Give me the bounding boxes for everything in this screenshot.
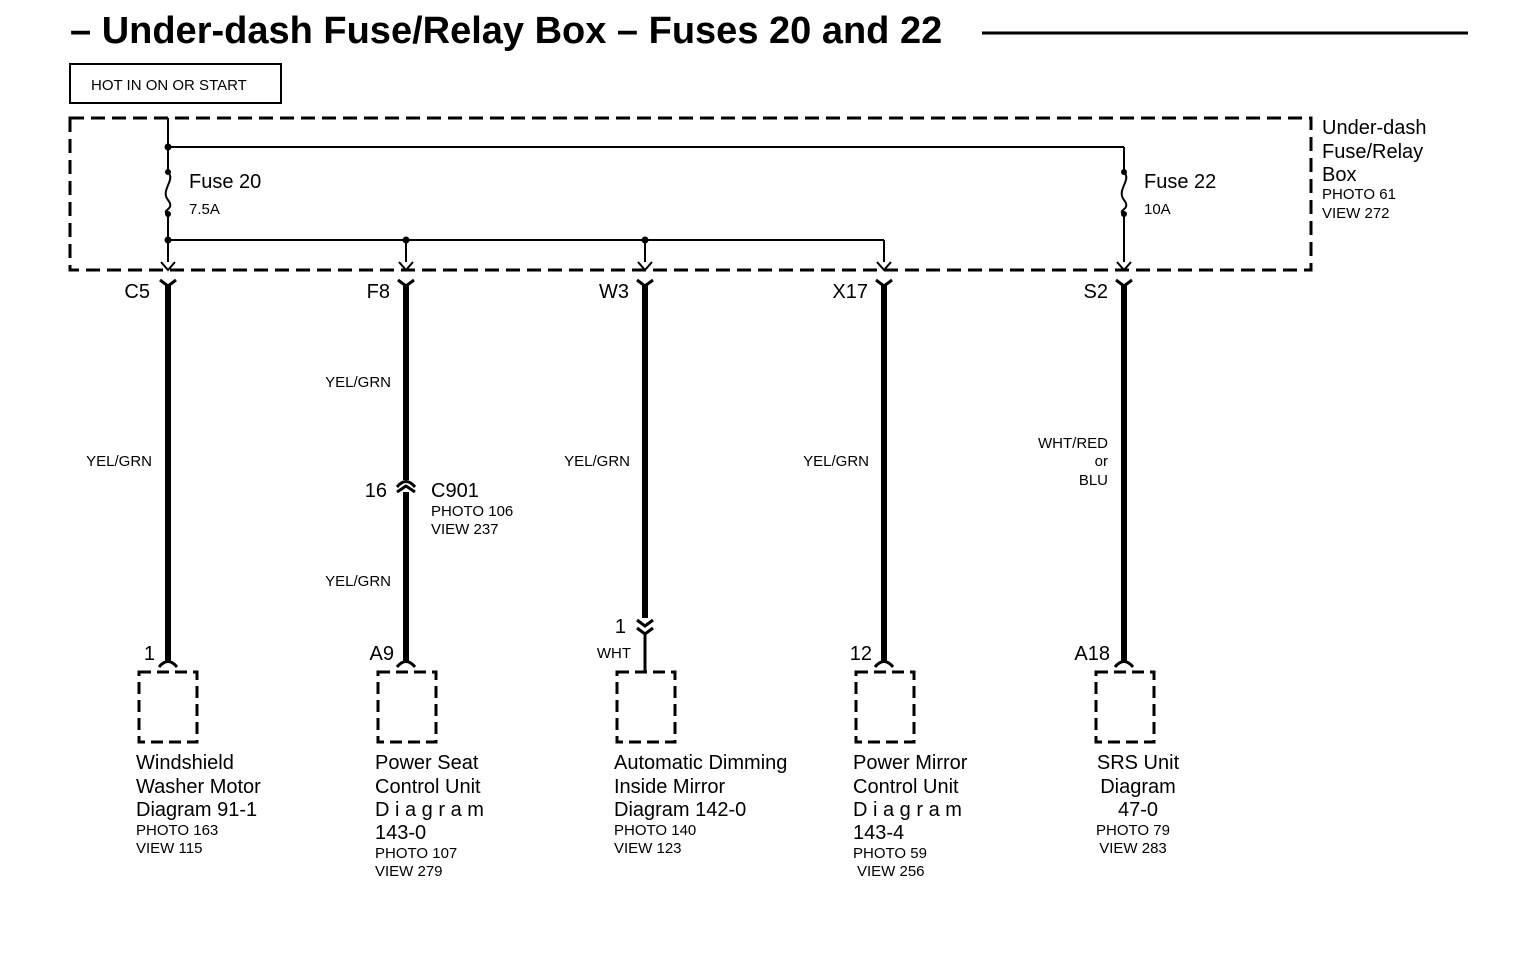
page-title: – Under-dash Fuse/Relay Box – Fuses 20 a… [70, 10, 942, 52]
terminal-f8: F8 [367, 281, 390, 303]
pin-arrow [157, 660, 179, 669]
terminal-w3: W3 [599, 281, 629, 303]
fuse-box-name-2: Fuse/Relay [1322, 141, 1423, 163]
component-box-washer-motor [137, 670, 199, 744]
connector-c901-photo: PHOTO 106 [431, 503, 513, 520]
component-label: D i a g r a m [375, 799, 484, 821]
component-label: D i a g r a m [853, 799, 962, 821]
splice-dot [164, 236, 172, 244]
wire-color-wht: WHT [597, 645, 631, 662]
fuse-20-name: Fuse 20 [189, 171, 261, 193]
fuse-20-rating: 7.5A [189, 201, 220, 218]
component-label: Automatic Dimming [614, 752, 787, 774]
component-photo: PHOTO 79 [1096, 822, 1170, 839]
component-label: Power Seat [375, 752, 479, 774]
wire-color-s2-1: WHT/RED [1038, 435, 1108, 452]
power-condition-label: HOT IN ON OR START [91, 77, 247, 94]
wire-color-s2-3: BLU [1079, 472, 1108, 489]
component-label: SRS Unit [1097, 752, 1180, 774]
component-photo: PHOTO 59 [853, 845, 927, 862]
connector-c901-icon [395, 480, 417, 494]
fuse-box-outline [68, 116, 1313, 272]
component-label: Inside Mirror [614, 776, 725, 798]
component-label: Control Unit [375, 776, 481, 798]
connector-pin-icon [636, 618, 654, 636]
component-view: VIEW 256 [857, 863, 925, 880]
component-box-srs-unit [1094, 670, 1156, 744]
wire-color-f8-lower: YEL/GRN [325, 573, 391, 590]
component-label: Control Unit [853, 776, 959, 798]
pin-12: 12 [850, 643, 872, 665]
pin-arrow [873, 660, 895, 669]
terminal-c5: C5 [124, 281, 150, 303]
power-condition-box [69, 63, 282, 104]
pin-arrow [395, 660, 417, 669]
component-box-power-mirror [854, 670, 916, 744]
fuse-box-view: VIEW 272 [1322, 205, 1390, 222]
pin-a18: A18 [1074, 643, 1110, 665]
pin-a9: A9 [370, 643, 394, 665]
component-label: 47-0 [1118, 799, 1158, 821]
component-box-dimming-mirror [615, 670, 677, 744]
fuse-22-rating: 10A [1144, 201, 1171, 218]
component-label: 143-0 [375, 822, 426, 844]
component-label: Diagram [1100, 776, 1176, 798]
component-view: VIEW 279 [375, 863, 443, 880]
component-label: Diagram 142-0 [614, 799, 746, 821]
fuse-22-name: Fuse 22 [1144, 171, 1216, 193]
component-view: VIEW 283 [1099, 840, 1167, 857]
pin-1: 1 [144, 643, 155, 665]
fuse-22-icon [1120, 169, 1128, 217]
fuse-20-icon [164, 169, 172, 217]
connector-c901-view: VIEW 237 [431, 521, 499, 538]
connector-c901-pin: 16 [365, 480, 387, 502]
component-view: VIEW 115 [136, 840, 202, 857]
connector-pin-1: 1 [615, 616, 626, 638]
component-label: Washer Motor [136, 776, 261, 798]
fuse-box-photo: PHOTO 61 [1322, 186, 1396, 203]
terminal-s2: S2 [1084, 281, 1108, 303]
pin-arrow [1113, 660, 1135, 669]
splice-dot [164, 143, 172, 151]
component-view: VIEW 123 [614, 840, 682, 857]
wire-color-w3: YEL/GRN [564, 453, 630, 470]
connector-c901-name: C901 [431, 480, 479, 502]
wire-color-s2-2: or [1095, 453, 1108, 470]
wire-color-c5: YEL/GRN [86, 453, 152, 470]
terminal-arrows [159, 261, 1133, 288]
component-box-power-seat [376, 670, 438, 744]
component-photo: PHOTO 163 [136, 822, 218, 839]
fuse-box-name-1: Under-dash [1322, 117, 1427, 139]
wire-color-f8-upper: YEL/GRN [325, 374, 391, 391]
component-label: 143-4 [853, 822, 904, 844]
terminal-x17: X17 [832, 281, 868, 303]
component-photo: PHOTO 107 [375, 845, 457, 862]
component-label: Power Mirror [853, 752, 968, 774]
fuse-box-name-3: Box [1322, 164, 1356, 186]
wire-color-x17: YEL/GRN [803, 453, 869, 470]
component-label: Diagram 91-1 [136, 799, 257, 821]
component-photo: PHOTO 140 [614, 822, 696, 839]
component-label: Windshield [136, 752, 234, 774]
